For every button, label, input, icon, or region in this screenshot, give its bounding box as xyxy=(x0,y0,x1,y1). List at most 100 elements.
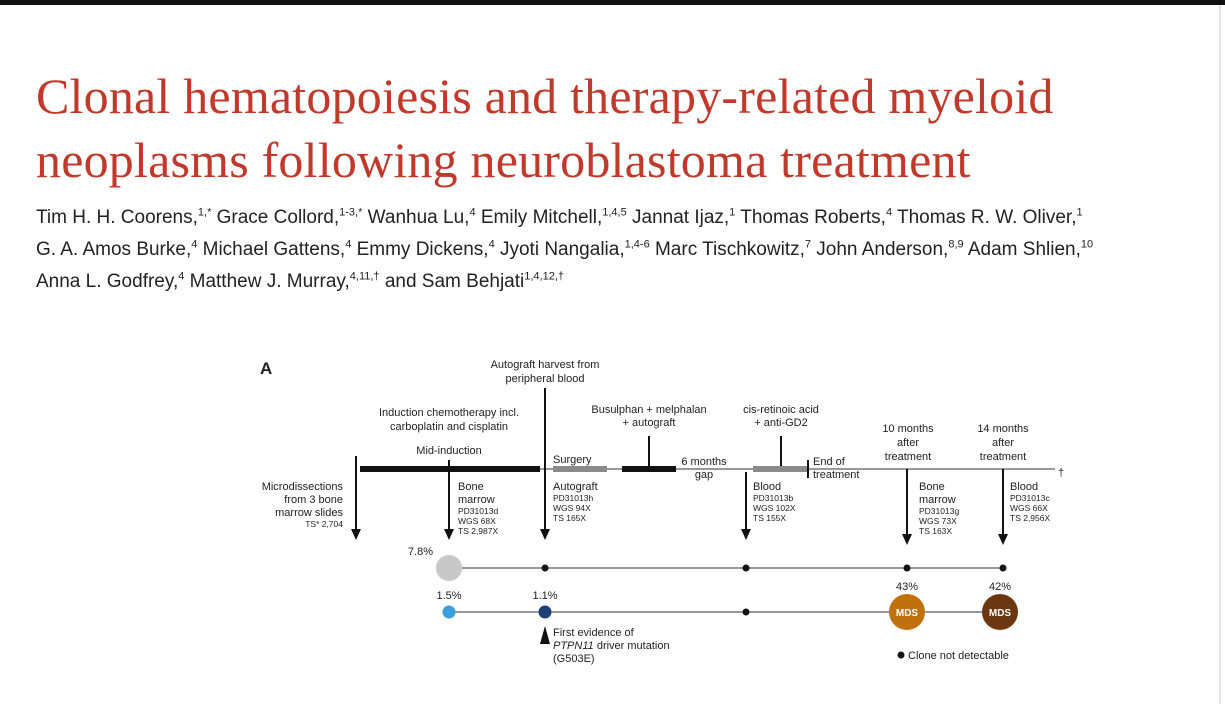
microdissections-label-3: marrow slides xyxy=(275,507,343,519)
blood-2-arrowhead xyxy=(998,534,1008,545)
bone-marrow-2-ts: TS 163X xyxy=(919,526,952,536)
bone-marrow-1-wgs: WGS 68X xyxy=(458,516,496,526)
author-affiliation: 1 xyxy=(1076,206,1083,219)
author-affiliation: 4 xyxy=(191,238,198,251)
author-name: Tim H. H. Coorens, xyxy=(36,207,198,228)
mid-induction-label: Mid-induction xyxy=(416,445,481,457)
clone-1-vaf-label: 7.8% xyxy=(408,546,433,558)
busulphan-label-2: + autograft xyxy=(623,417,676,429)
gene-name: PTPN11 xyxy=(553,640,594,652)
clone-1-undetected-dot xyxy=(541,564,549,572)
first-evidence-label-2: PTPN11 driver mutation xyxy=(553,640,670,652)
clone-1-undetected-dot xyxy=(999,564,1007,572)
author-affiliation: 1,4,5 xyxy=(602,206,627,219)
author-affiliation: 4,11,† xyxy=(349,270,380,283)
bone-marrow-1-arrowhead xyxy=(444,529,454,540)
fourteen-months-label-3: treatment xyxy=(980,451,1026,463)
author-affiliation: 4 xyxy=(885,206,893,219)
title-line-1: Clonal hematopoiesis and therapy-related… xyxy=(36,68,1054,124)
surgery-label: Surgery xyxy=(553,454,592,466)
top-bar xyxy=(0,0,1225,5)
author-name: Michael Gattens, xyxy=(197,239,346,260)
author-name: Wanhua Lu, xyxy=(362,207,470,228)
busulphan-label-1: Busulphan + melphalan xyxy=(591,404,706,416)
ten-months-label-1: 10 months xyxy=(882,423,934,435)
microdissections-ts: TS* 2,704 xyxy=(305,519,343,529)
surgery-bar xyxy=(553,466,607,472)
blood-2-wgs: WGS 66X xyxy=(1010,503,1048,513)
author-line-1: Tim H. H. Coorens,1,* Grace Collord,1-3,… xyxy=(36,202,1216,234)
mds-left-label: MDS xyxy=(896,608,919,619)
microdissections-label-2: from 3 bone xyxy=(284,494,343,506)
author-affiliation: 4 xyxy=(469,206,476,219)
microdissections-label-1: Microdissections xyxy=(262,481,344,493)
clone-2-first-marker xyxy=(442,605,456,619)
autograft-id: PD31013h xyxy=(553,493,593,503)
author-affiliation: 1,4-6 xyxy=(624,238,650,251)
first-evidence-arrowhead xyxy=(540,626,550,644)
paper-title: Clonal hematopoiesis and therapy-related… xyxy=(36,64,1216,192)
author-name: Emmy Dickens, xyxy=(351,239,489,260)
clone-1-first-marker xyxy=(436,555,462,581)
first-evidence-label-3: (G503E) xyxy=(553,653,595,665)
blood-2-id: PD31013c xyxy=(1010,493,1050,503)
clone-1-undetected-dot xyxy=(742,564,750,572)
induction-label-1: Induction chemotherapy incl. xyxy=(379,407,519,419)
page-edge xyxy=(1219,5,1221,704)
blood-2-ts: TS 2,956X xyxy=(1010,513,1050,523)
blood-2-label: Blood xyxy=(1010,481,1038,493)
blood-1-label: Blood xyxy=(753,481,781,493)
author-affiliation: 4 xyxy=(488,238,495,251)
bone-marrow-1-id: PD31013d xyxy=(458,506,498,516)
bone-marrow-2-wgs: WGS 73X xyxy=(919,516,957,526)
mds-right-label: MDS xyxy=(989,608,1012,619)
bone-marrow-2-label-1: Bone xyxy=(919,481,945,493)
legend-dot xyxy=(897,651,905,659)
blood-1-arrowhead xyxy=(741,529,751,540)
busulphan-bar xyxy=(622,466,676,472)
author-affiliation: 8,9 xyxy=(948,238,964,251)
clone-2-undetected-dot xyxy=(742,608,750,616)
author-line-2: G. A. Amos Burke,4 Michael Gattens,4 Emm… xyxy=(36,234,1216,266)
author-name: Anna L. Godfrey, xyxy=(36,271,179,292)
bone-marrow-2-id: PD31013g xyxy=(919,506,959,516)
end-of-treatment-label-1: End of xyxy=(813,456,846,468)
author-name: Grace Collord, xyxy=(211,207,340,228)
bone-marrow-1-label-1: Bone xyxy=(458,481,484,493)
bone-marrow-1-ts: TS 2,987X xyxy=(458,526,498,536)
author-affiliation: 1 xyxy=(729,206,736,219)
clone-2-second-marker xyxy=(538,605,552,619)
clone-1-undetected-dot xyxy=(903,564,911,572)
mds-right-vaf-label: 42% xyxy=(989,581,1011,593)
title-line-2: neoplasms following neuroblastoma treatm… xyxy=(36,132,971,188)
author-list: Tim H. H. Coorens,1,* Grace Collord,1-3,… xyxy=(36,202,1216,298)
mds-right-marker xyxy=(982,594,1018,630)
clone-2-first-vaf-label: 1.5% xyxy=(436,590,461,602)
death-dagger: † xyxy=(1058,467,1064,479)
driver-mutation-text: driver mutation xyxy=(597,640,670,652)
panel-label: A xyxy=(260,359,272,378)
gap-label-2: gap xyxy=(695,469,713,481)
autograft-arrowhead xyxy=(540,529,550,540)
cis-retinoic-label-1: cis-retinoic acid xyxy=(743,404,819,416)
figure-panel-a: A Autograft harvest from peripheral bloo… xyxy=(260,359,1064,665)
author-line-3: Anna L. Godfrey,4 Matthew J. Murray,4,11… xyxy=(36,266,1216,298)
legend-label: Clone not detectable xyxy=(908,650,1009,662)
cis-retinoic-label-2: + anti-GD2 xyxy=(754,417,808,429)
end-of-treatment-label-2: treatment xyxy=(813,469,859,481)
autograft-sample-label: Autograft xyxy=(553,481,598,493)
first-evidence-label-1: First evidence of xyxy=(553,627,635,639)
mds-left-vaf-label: 43% xyxy=(896,581,918,593)
autograft-wgs: WGS 94X xyxy=(553,503,591,513)
author-affiliation: 7 xyxy=(804,238,812,251)
bone-marrow-2-arrowhead xyxy=(902,534,912,545)
author-affiliation: 1,* xyxy=(197,206,212,219)
autograft-harvest-label-1: Autograft harvest from xyxy=(491,359,600,371)
author-name: Adam Shlien, xyxy=(963,239,1081,260)
induction-label-2: carboplatin and cisplatin xyxy=(390,421,508,433)
clone-2-second-vaf-label: 1.1% xyxy=(532,590,557,602)
blood-1-wgs: WGS 102X xyxy=(753,503,796,513)
fourteen-months-label-1: 14 months xyxy=(977,423,1029,435)
ten-months-label-2: after xyxy=(897,437,919,449)
author-name: Jyoti Nangalia, xyxy=(494,239,625,260)
